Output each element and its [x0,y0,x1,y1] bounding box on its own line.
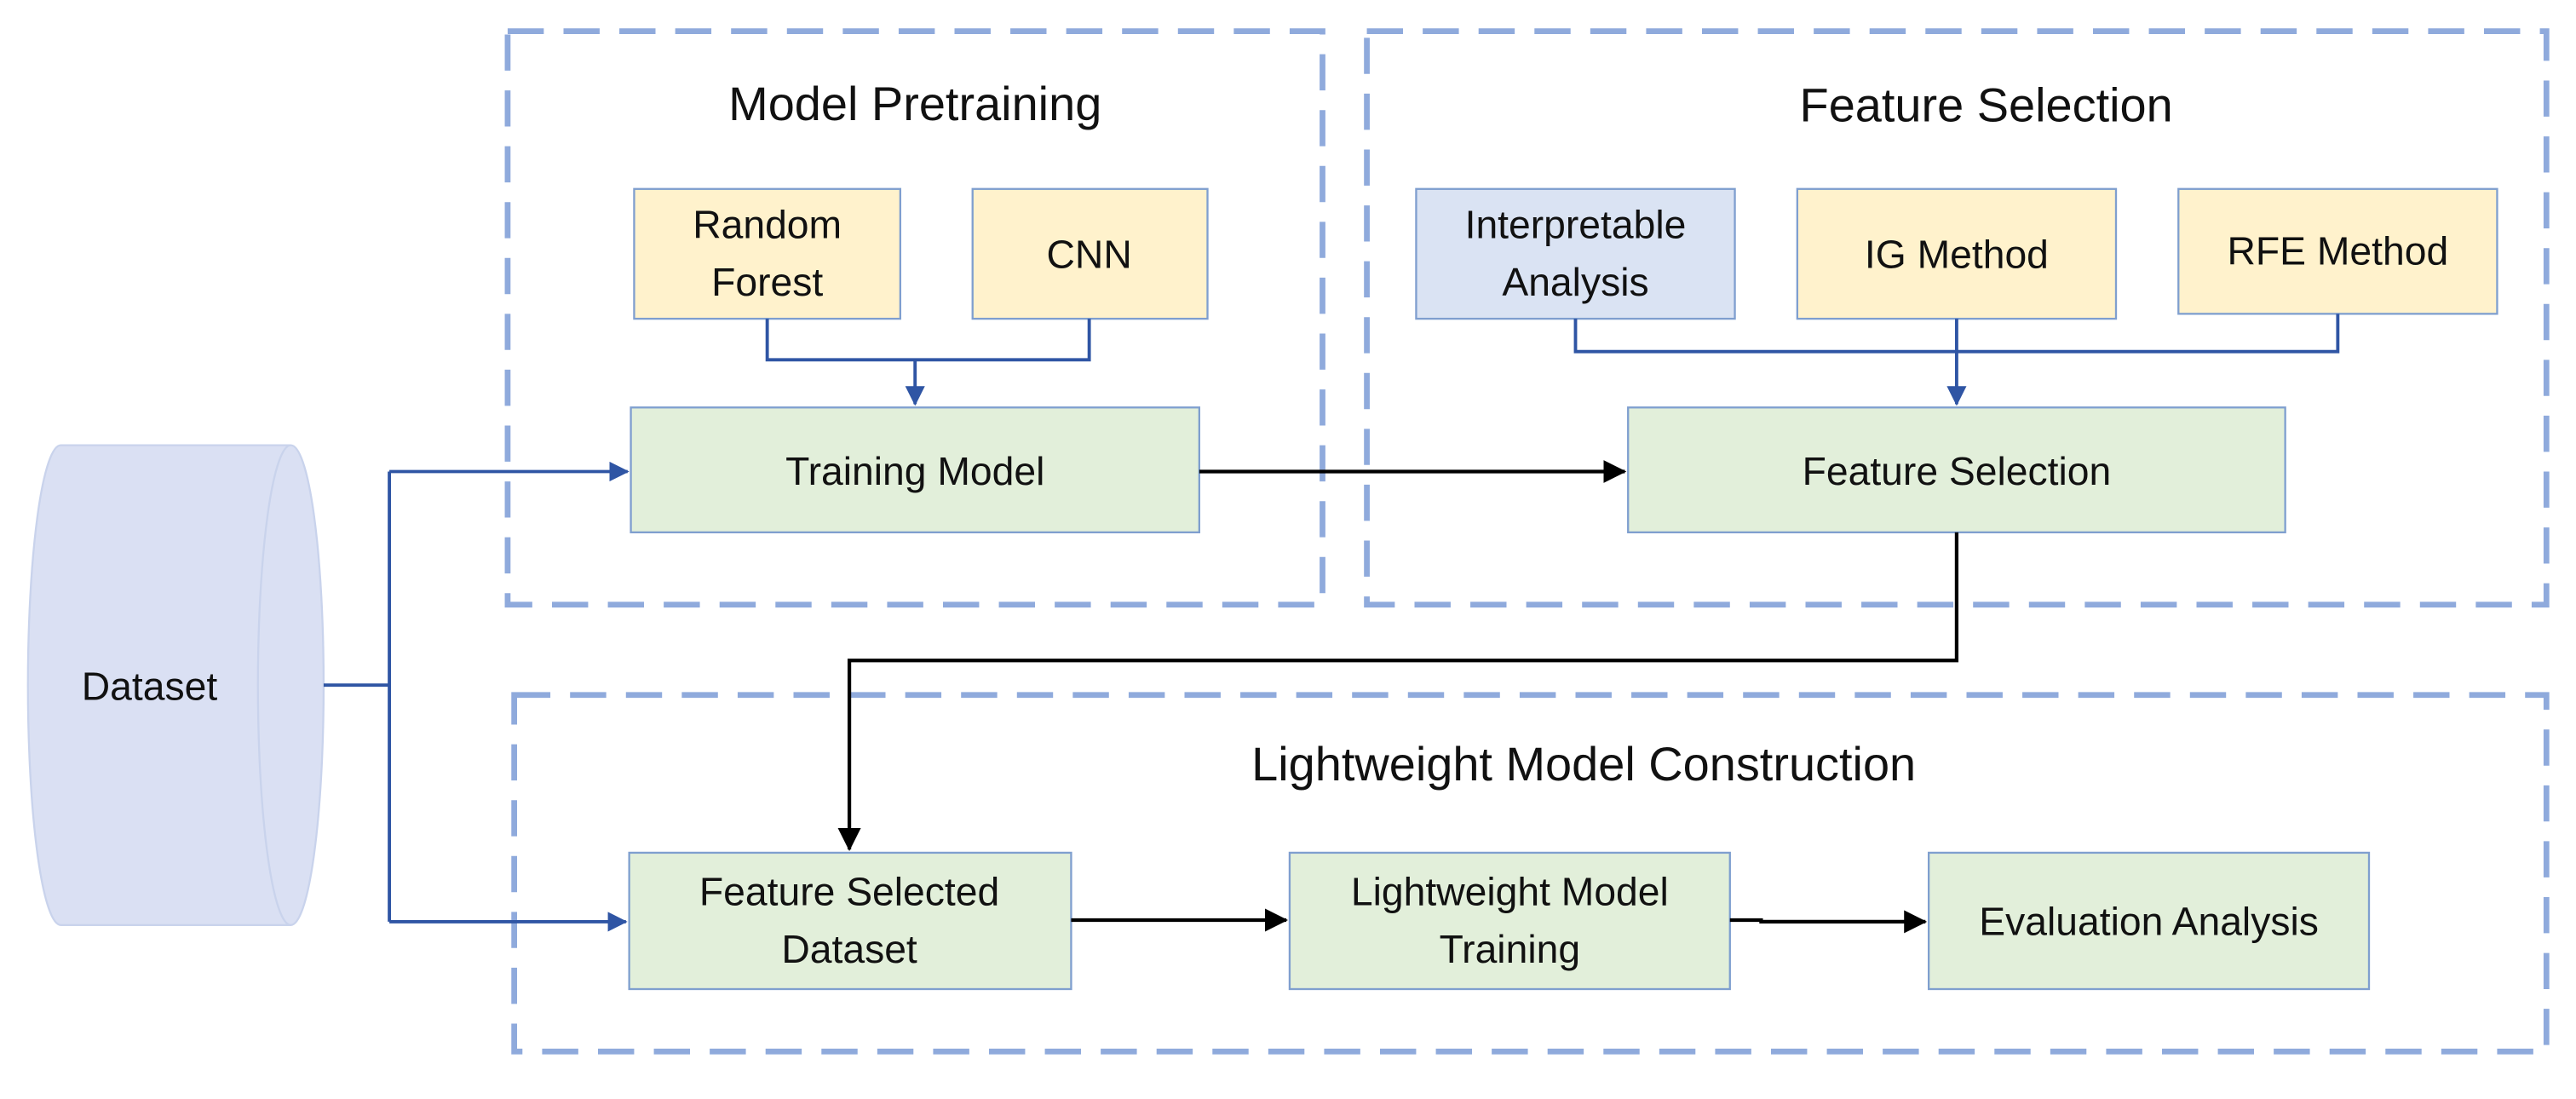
rfe-method-label: RFE Method [2228,228,2449,273]
training-model-box [630,406,1201,534]
feature-selected-dataset-box [628,851,1072,991]
random-forest-label-line1: Random [693,203,842,247]
cnn-node: CNN [971,187,1209,320]
group-model-pretraining [504,28,1325,608]
lightweight-training-label-line1: Lightweight Model [1351,870,1669,914]
feature-selection-box [1627,406,2286,534]
feature-selected-dataset-node: Feature Selected Dataset [628,851,1072,991]
feature-selected-dataset-label-line2: Dataset [781,927,917,971]
evaluation-analysis-label: Evaluation Analysis [1979,899,2319,943]
feature-selected-dataset-label-line1: Feature Selected [699,870,999,914]
group-title-feature-selection: Feature Selection [1800,78,2173,132]
lightweight-training-node: Lightweight Model Training [1288,851,1731,991]
rfe-method-node: RFE Method [2177,187,2498,315]
random-forest-label-line2: Forest [711,260,823,304]
random-forest-node: Random Forest [633,187,902,320]
feature-selection-label: Feature Selection [1803,449,2112,493]
feature-selection-node: Feature Selection [1627,406,2286,534]
training-model-label: Training Model [785,449,1044,493]
random-forest-box [633,187,902,320]
interpretable-analysis-label-line2: Analysis [1502,260,1648,304]
arrow-training-to-evaluation [1729,910,1928,934]
training-model-node: Training Model [630,406,1201,534]
ig-method-node: IG Method [1796,187,2118,320]
lightweight-training-label-line2: Training [1440,927,1580,971]
rfe-method-box [2177,187,2498,315]
interpretable-analysis-node: Interpretable Analysis [1415,187,1736,320]
cnn-label: CNN [1047,232,1132,276]
interpretable-analysis-label-line1: Interpretable [1465,203,1687,247]
cnn-box [971,187,1209,320]
arrow-feature-selection-to-dataset [837,532,1959,851]
connector-rf-cnn-merge [765,319,1091,362]
dataset-label: Dataset [82,665,218,709]
dataset-node: Dataset [26,444,325,926]
group-title-model-pretraining: Model Pretraining [728,77,1101,130]
interpretable-analysis-box [1415,187,1736,320]
evaluation-analysis-box [1927,851,2371,991]
group-lightweight-model-construction [511,692,2550,1055]
ig-method-label: IG Method [1865,232,2049,276]
evaluation-analysis-node: Evaluation Analysis [1927,851,2371,991]
group-title-lightweight-model-construction: Lightweight Model Construction [1251,737,1916,791]
group-feature-selection [1364,28,2550,608]
ig-method-box [1796,187,2118,320]
dataset-cylinder-rim [256,444,291,926]
